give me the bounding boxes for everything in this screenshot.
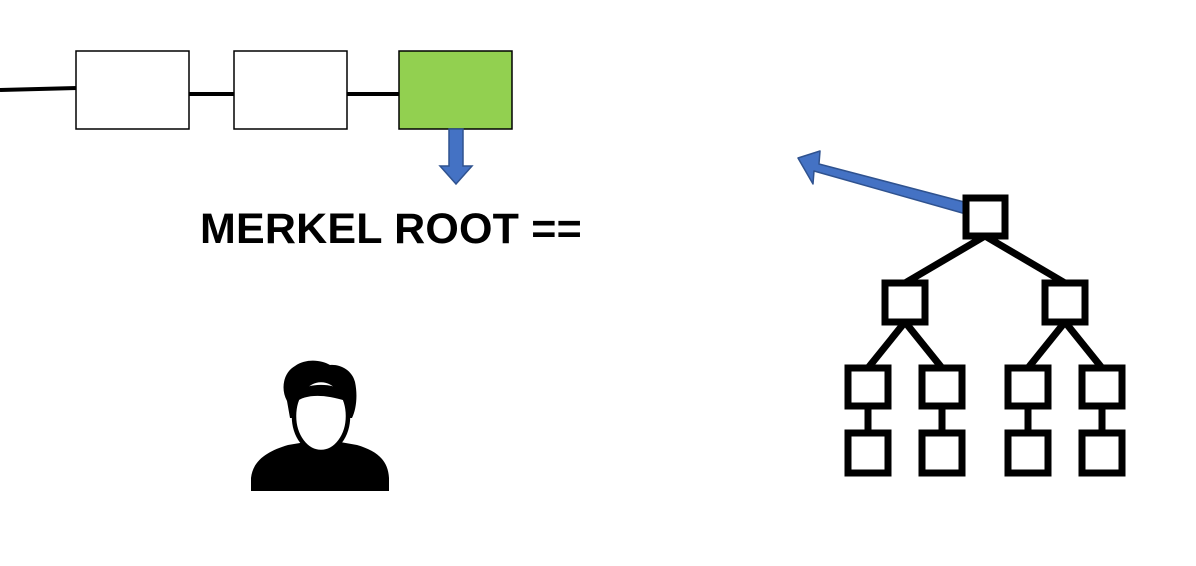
merkle-tree-icon <box>844 194 1126 477</box>
down-arrow-icon <box>438 128 474 186</box>
chain-link-incoming <box>0 86 78 92</box>
blockchain <box>0 50 513 130</box>
merkle-data-1 <box>844 429 892 477</box>
chain-block-2 <box>233 50 348 130</box>
merkle-node-r <box>1041 279 1089 326</box>
merkle-root-node <box>962 194 1009 240</box>
merkle-data-3 <box>1004 429 1052 477</box>
chain-block-highlighted <box>398 50 513 130</box>
merkle-root-label: MERKEL ROOT == <box>200 205 582 253</box>
chain-block-1 <box>75 50 190 130</box>
merkle-leaf-1 <box>844 364 892 410</box>
user-icon <box>251 360 389 491</box>
merkle-data-4 <box>1078 429 1126 477</box>
merkle-leaf-3 <box>1004 364 1052 410</box>
merkle-leaf-2 <box>918 364 966 410</box>
user-face <box>291 377 351 455</box>
pointer-arrow-icon <box>797 150 974 217</box>
merkle-node-l <box>881 279 929 326</box>
merkle-leaf-4 <box>1078 364 1126 410</box>
merkle-data-2 <box>918 429 966 477</box>
user-body <box>251 442 389 491</box>
